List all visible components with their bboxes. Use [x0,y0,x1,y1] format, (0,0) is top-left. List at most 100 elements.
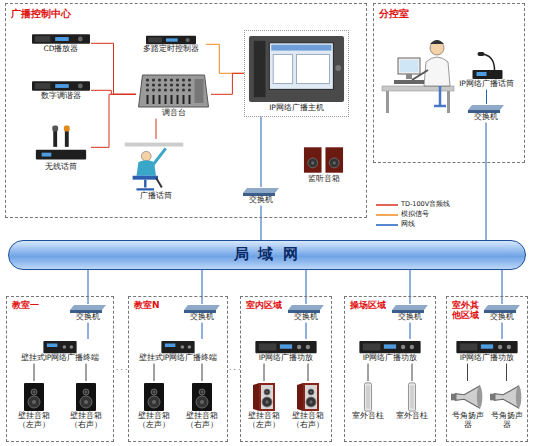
network-switch: 交换机 [285,304,327,323]
person-symbol [117,140,195,192]
speaker: 室外音柱 [392,381,432,422]
rack-symbol [32,33,90,45]
term-symbol [11,340,109,354]
rspk-symbol [245,382,283,412]
connector-line [91,94,136,147]
connector-line [502,323,503,339]
connector-line [91,90,136,94]
rspk-picture [289,382,327,412]
rack-picture [32,33,90,45]
network-switch: 交换机 [181,304,223,323]
device-label: 调音台 [137,109,210,118]
lan-label: 局 域 网 [234,246,299,263]
timer-controller: 多路定时控制器 [136,34,206,55]
device-label: IP网络广播功放 [245,354,327,363]
device-label: 数字调谐器 [32,92,90,101]
connector-line [502,270,503,304]
device-label: 壁挂式IP网络广播终端 [133,354,223,363]
connector-line [206,44,244,73]
connector-line [261,117,262,187]
switch-picture [182,305,222,313]
rspk-symbol [289,382,327,412]
host-picture [248,34,345,104]
device-label: 交换机 [68,313,108,322]
rack-symbol [137,35,205,45]
speaker: 号角扬声器 [450,381,485,430]
ip-microphone: IP网络广播话筒 [454,49,519,90]
switch-picture [482,305,522,313]
network-switch: 交换机 [389,304,431,323]
column-picture [349,382,387,412]
ellipsis-label: · · · [116,366,127,374]
digital-tuner: 数字调谐器 [31,79,91,102]
connector-line [154,364,155,381]
connector-line [34,364,35,381]
connector-line [410,270,411,304]
device-label: 壁挂音箱（右声） [181,412,223,429]
connector-line [202,323,203,339]
amp-symbol [451,340,523,354]
device-label: IP网络广播主机 [248,104,345,113]
term-symbol [133,340,223,354]
connector-line [211,73,244,94]
sub-control-operator [382,40,454,113]
region-title: 操场区域 [350,301,390,311]
amp-picture [451,340,523,354]
speaker: 壁挂音箱（右声） [180,381,224,430]
device-label: 广播话筒 [117,192,195,201]
connector-line [506,364,507,381]
wireless-microphone: 无线话筒 [31,122,91,173]
wspk-symbol [133,382,175,412]
micstand-picture [455,50,518,80]
region-box: 广播控制中心CD播放器数字调谐器无线话筒多路定时控制器调音台广播话筒IP网络广播… [5,3,367,218]
device-label: 室外音柱 [393,412,431,421]
broadcast-terminal: IP网络广播功放 [450,339,524,364]
region-title: 教室一 [12,301,68,311]
horn-picture [451,382,484,412]
connector-line [91,43,136,94]
connector-line [368,364,369,381]
switch-symbol [482,305,522,313]
wspk-symbol [11,382,57,412]
device-label: 壁挂音箱（左声） [133,412,175,429]
amp-symbol [349,340,431,354]
region-box: 室内区域交换机IP网络广播功放壁挂音箱（左声）壁挂音箱（右声） [240,296,332,442]
network-switch: 交换机 [481,304,523,323]
connector-line [156,119,157,139]
region-title: 分控室 [379,8,524,20]
connector-line [88,323,89,339]
horn-symbol [451,382,484,412]
wspk-symbol [181,382,223,412]
switch-picture [286,305,326,313]
region-title: 教室N [134,301,182,311]
legend-row: TD-100V音频线 [376,200,450,210]
region-box: 操场区域交换机 IP网络广播功放室外音柱室外音柱 [344,296,436,442]
region-box: 室外其他区域交换机IP网络广播功放号角扬声器号角扬声器 [446,296,528,442]
broadcast-terminal: 壁挂式IP网络广播终端 [10,339,110,364]
region-box: 分控室 IP网络广播话筒交换机 [373,3,525,163]
speaker: 壁挂音箱（左声） [10,381,58,430]
network-switch: 交换机 [241,187,281,206]
connector-line [202,270,203,304]
device-label: 壁挂音箱（右声） [63,412,109,429]
legend: TD-100V音频线模拟信号网线 [376,200,450,230]
connector-line [410,323,411,339]
broadcast-terminal: 壁挂式IP网络广播终端 [132,339,224,364]
connector-line [486,123,487,240]
connector-line [486,90,487,104]
switch-picture [68,305,108,313]
device-label: IP网络广播功放 [349,354,431,363]
switch-symbol [467,105,505,113]
term-picture [11,340,109,354]
region-title: 广播控制中心 [11,8,366,20]
wspk-symbol [63,382,109,412]
legend-line-sample [376,222,398,228]
legend-row: 网线 [376,220,450,230]
connector-line [86,364,87,381]
horn-symbol [490,382,523,412]
rack-picture [137,35,205,45]
legend-line-sample [376,212,398,218]
device-label: 交换机 [467,113,505,122]
speaker: 室外音柱 [348,381,388,422]
horn-picture [490,382,523,412]
